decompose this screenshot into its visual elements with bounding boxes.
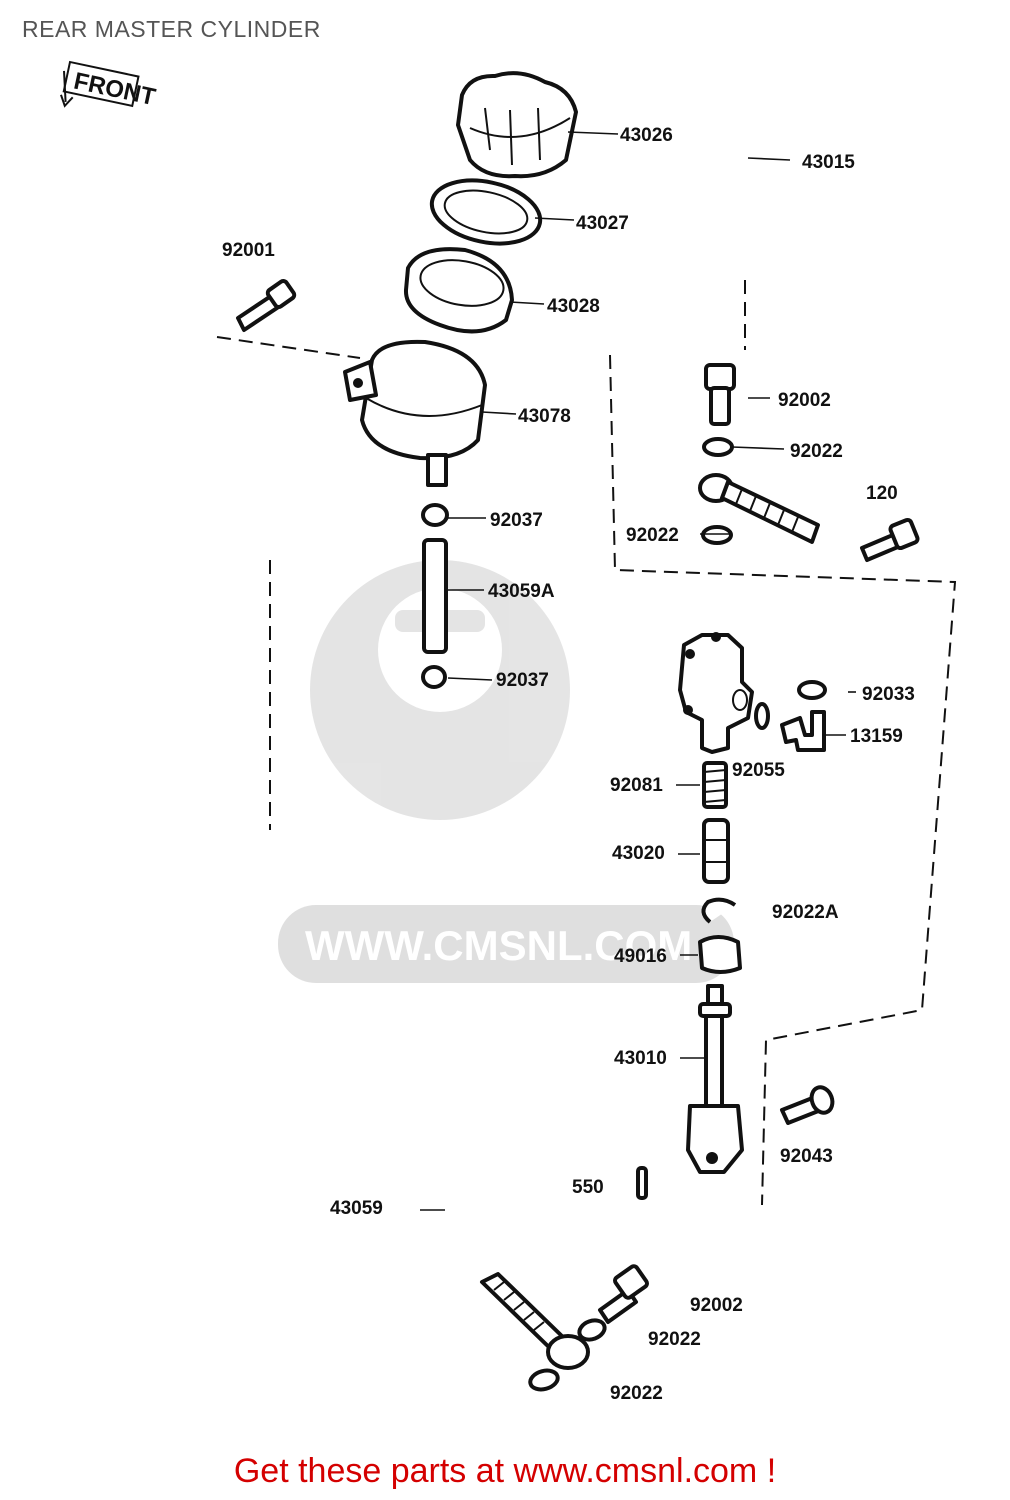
washer-92022-top1: [702, 437, 734, 457]
callout-labels: 43026 43015 43027 92001 43028 43078 9200…: [222, 125, 915, 1404]
bolt-120: [860, 517, 920, 562]
callout-43010: 43010: [614, 1048, 667, 1069]
callout-43028: 43028: [547, 296, 600, 317]
washer-92033: [797, 680, 827, 700]
washer-92022-top2: [701, 525, 733, 545]
page-title: REAR MASTER CYLINDER: [22, 16, 321, 42]
callout-92055: 92055: [732, 760, 785, 781]
leader-lines: [420, 131, 856, 1211]
pin-92043: [780, 1085, 835, 1125]
parts-diagram: CMS WWW.CMSNL.COM FRONT: [60, 60, 957, 1404]
callout-43020: 43020: [612, 843, 665, 864]
callout-92037-top: 92037: [490, 510, 543, 531]
callout-92081: 92081: [610, 775, 663, 796]
banjo-bolt-top: [704, 363, 736, 426]
boot-49016: [698, 935, 742, 974]
assembly-outlines: [216, 280, 957, 1206]
washer-92022-bot2: [528, 1368, 560, 1392]
master-cylinder-body: [678, 632, 754, 754]
elbow-fitting-13159: [780, 710, 826, 752]
cotter-pin-550: [636, 1166, 648, 1200]
diaphragm-plate: [429, 178, 543, 246]
callout-120: 120: [866, 483, 898, 504]
callout-43027: 43027: [576, 213, 629, 234]
hose-clamp-top: [421, 503, 449, 527]
screw-92001: [236, 279, 297, 332]
callout-92022-bot2: 92022: [610, 1383, 663, 1404]
front-label: FRONT: [71, 68, 158, 112]
watermark-url-pill: [278, 905, 734, 983]
reservoir-hose: [422, 538, 448, 654]
callout-43059A: 43059A: [488, 581, 555, 602]
callout-92002-top: 92002: [778, 390, 831, 411]
reservoir-cap: [456, 71, 578, 179]
callout-43059: 43059: [330, 1198, 383, 1219]
spring-92081: [702, 761, 728, 809]
circlip-92022A: [701, 897, 737, 924]
seal-92055: [754, 702, 770, 730]
diaphragm: [404, 247, 514, 334]
callout-92037-bot: 92037: [496, 670, 549, 691]
reservoir: [343, 339, 487, 487]
front-arrow-icon: FRONT: [60, 60, 158, 112]
callout-13159: 13159: [850, 726, 903, 747]
callout-92022A: 92022A: [772, 902, 839, 923]
push-rod-43010: [686, 984, 744, 1174]
callout-92043: 92043: [780, 1146, 833, 1167]
callout-49016: 49016: [614, 946, 667, 967]
watermark-url: WWW.CMSNL.COM: [305, 922, 692, 969]
callout-92002-bot: 92002: [690, 1295, 743, 1316]
footer-link-text: Get these parts at www.cmsnl.com !: [233, 1452, 777, 1490]
callout-92022-top2: 92022: [626, 525, 679, 546]
banjo-bolt-bottom: [598, 1264, 649, 1324]
washer-92022-bot1: [577, 1318, 607, 1342]
callout-43026: 43026: [620, 125, 673, 146]
piston-43020: [702, 818, 730, 884]
callout-92001: 92001: [222, 240, 275, 261]
cms-watermark: CMS WWW.CMSNL.COM: [278, 560, 734, 983]
callout-92022-top1: 92022: [790, 441, 843, 462]
watermark-brand: CMS: [468, 814, 681, 921]
banjo-fitting-bottom: [480, 1272, 590, 1370]
callout-92022-bot1: 92022: [648, 1329, 701, 1350]
callout-43015: 43015: [802, 152, 855, 173]
banjo-fitting-top: [698, 473, 820, 544]
hose-clamp-bottom: [421, 665, 447, 689]
callout-43078: 43078: [518, 406, 571, 427]
callout-550: 550: [572, 1177, 604, 1198]
callout-92033: 92033: [862, 684, 915, 705]
